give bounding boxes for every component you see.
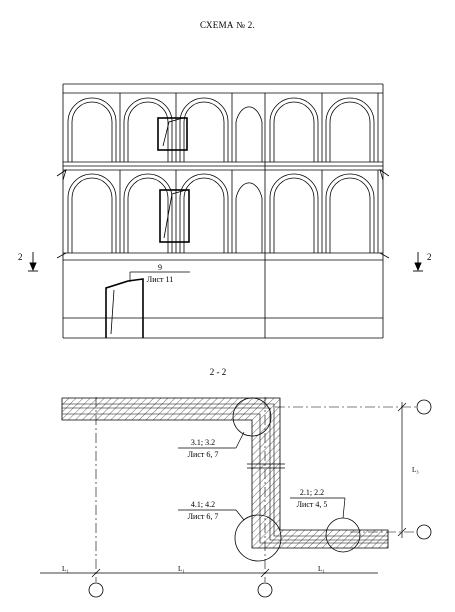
dim-label-l1-middle: L₁ xyxy=(178,565,185,573)
dim-label-l3: L₃ xyxy=(412,466,419,474)
dimension-horizontal xyxy=(40,568,378,578)
section-marker-left xyxy=(28,252,38,272)
node-callout-2: 2.1; 2.2 Лист 4, 5 xyxy=(290,488,346,519)
upper-window xyxy=(157,117,188,151)
callout-number: 9 xyxy=(158,263,162,272)
detail-circles xyxy=(232,397,361,562)
svg-text:4.1; 4.2: 4.1; 4.2 xyxy=(191,500,215,509)
wall-section xyxy=(61,397,389,549)
axis-bubbles-right xyxy=(416,399,432,540)
scheme-title: СХЕМА № 2. xyxy=(199,20,256,30)
section-label-left: 2 xyxy=(18,252,23,262)
dim-label-l1-left: L₁ xyxy=(62,565,69,573)
facade-windows xyxy=(105,117,190,338)
node-callout-4: 4.1; 4.2 Лист 6, 7 xyxy=(178,500,245,521)
dimension-vertical xyxy=(397,402,407,538)
lower-window xyxy=(159,189,190,243)
window-callout: 9 Лист 11 xyxy=(129,263,190,284)
svg-text:Лист 6, 7: Лист 6, 7 xyxy=(188,450,219,459)
detail-circle-3 xyxy=(232,397,272,437)
axis-bubbles-bottom xyxy=(88,582,273,598)
callout-sheet: Лист 11 xyxy=(147,275,173,284)
svg-text:Лист 4, 5: Лист 4, 5 xyxy=(297,500,328,509)
section-title: 2 - 2 xyxy=(210,367,227,377)
section-label-right: 2 xyxy=(427,252,432,262)
svg-text:3.1; 3.2: 3.1; 3.2 xyxy=(191,438,215,447)
detail-circle-4 xyxy=(234,514,282,562)
svg-text:2.1; 2.2: 2.1; 2.2 xyxy=(300,488,324,497)
section-marker-right xyxy=(413,252,423,272)
node-callout-3: 3.1; 3.2 Лист 6, 7 xyxy=(178,431,245,459)
door-opening xyxy=(105,278,144,338)
svg-text:Лист 6, 7: Лист 6, 7 xyxy=(188,512,219,521)
lower-arcade xyxy=(67,170,379,253)
dim-label-l1-right: L₁ xyxy=(318,565,325,573)
upper-arcade xyxy=(67,93,379,162)
